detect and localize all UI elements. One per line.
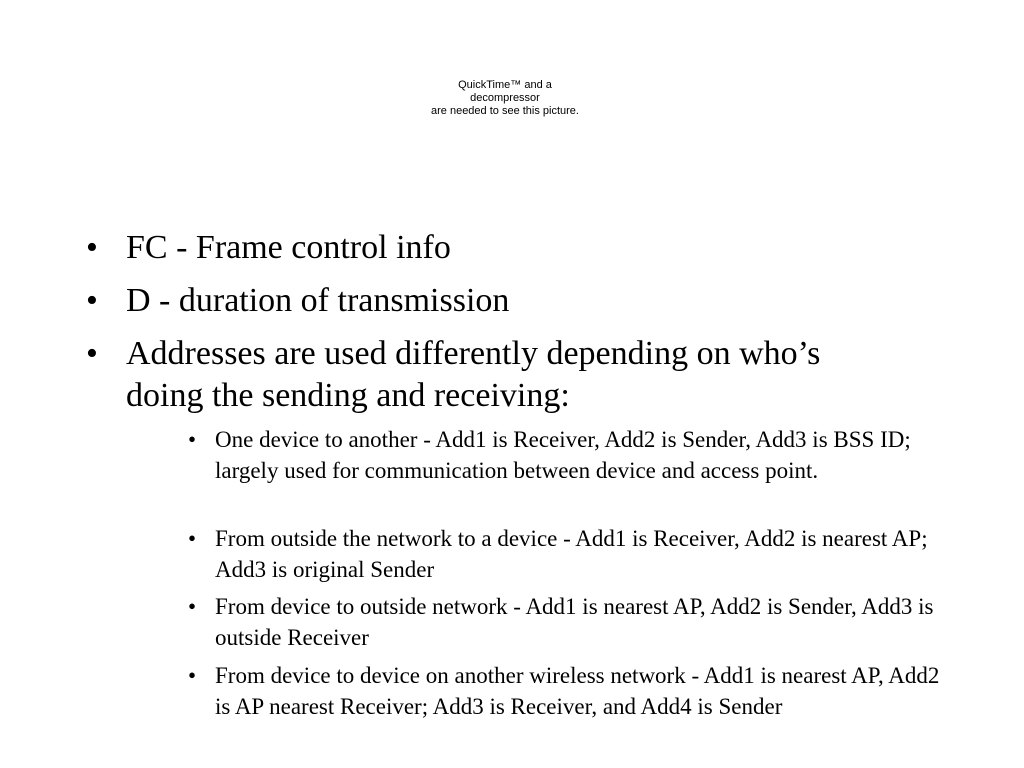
sub-bullet-marker: •: [188, 663, 197, 688]
sub-bullet-item: • From outside the network to a device -…: [188, 523, 948, 585]
bullet-marker: •: [86, 282, 98, 319]
bullet-item: • D - duration of transmission: [86, 280, 876, 322]
sub-bullet-marker: •: [188, 427, 197, 452]
placeholder-line: are needed to see this picture.: [431, 105, 579, 117]
sub-bullet-marker: •: [188, 526, 197, 551]
bullet-marker: •: [86, 229, 98, 266]
sub-bullet-marker: •: [188, 594, 197, 619]
placeholder-line: QuickTime™ and a: [458, 79, 552, 91]
sub-bullet-item: • From device to device on another wirel…: [188, 660, 948, 722]
bullet-marker: •: [86, 335, 98, 372]
sub-bullet-text: One device to another - Add1 is Receiver…: [215, 427, 911, 483]
sub-bullet-item: • One device to another - Add1 is Receiv…: [188, 424, 948, 486]
sub-bullet-text: From device to device on another wireles…: [215, 663, 940, 719]
sub-bullet-item: • From device to outside network - Add1 …: [188, 591, 948, 653]
quicktime-placeholder: QuickTime™ and a decompressor are needed…: [405, 79, 605, 118]
bullet-item: • Addresses are used differently dependi…: [86, 333, 876, 417]
bullet-text: FC - Frame control info: [126, 229, 451, 266]
sub-bullet-text: From outside the network to a device - A…: [215, 526, 928, 582]
bullet-text: Addresses are used differently depending…: [126, 335, 821, 414]
sub-bullet-text: From device to outside network - Add1 is…: [215, 594, 934, 650]
placeholder-line: decompressor: [470, 92, 540, 104]
bullet-text: D - duration of transmission: [126, 282, 510, 319]
bullet-item: • FC - Frame control info: [86, 227, 876, 269]
